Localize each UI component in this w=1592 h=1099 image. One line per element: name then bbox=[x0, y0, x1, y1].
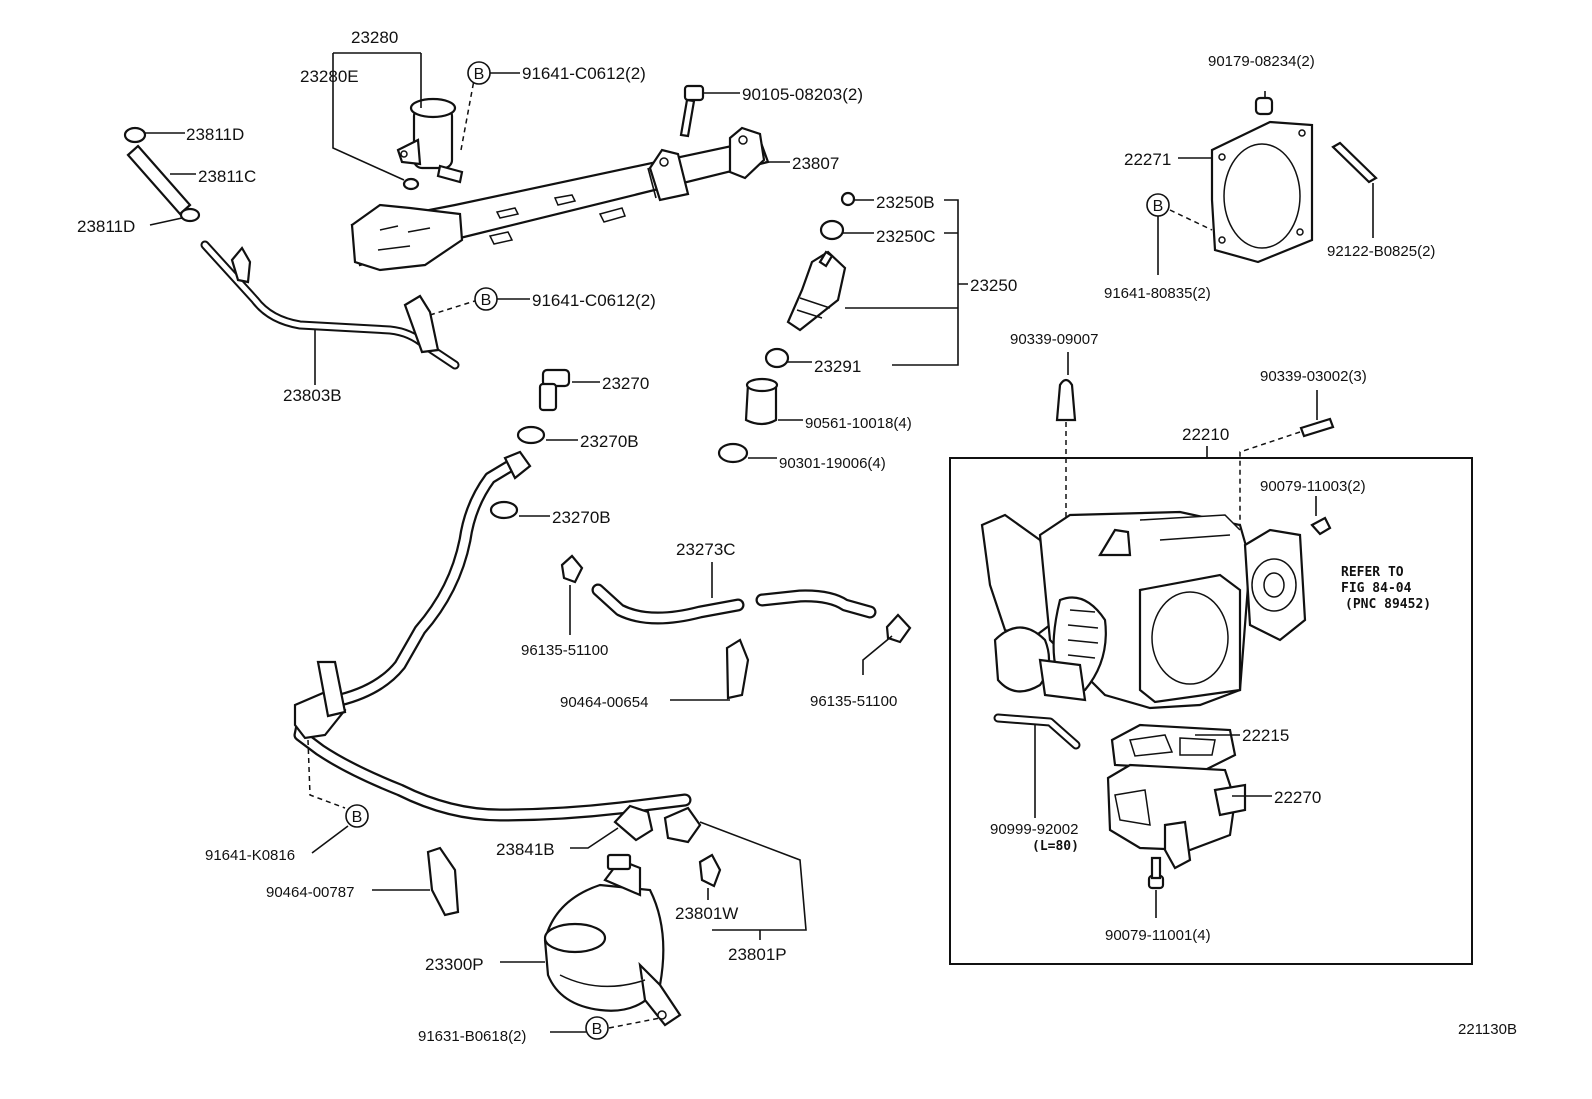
plug-90339-09007-drawing bbox=[1055, 378, 1077, 422]
callout-b-letter: B bbox=[592, 1021, 603, 1038]
label-90464-00654: 90464-00654 bbox=[560, 694, 648, 711]
label-22271: 22271 bbox=[1124, 150, 1171, 169]
callout-b-letter: B bbox=[1153, 198, 1164, 215]
hose-23811C-drawing bbox=[123, 126, 201, 223]
label-23291: 23291 bbox=[814, 357, 861, 376]
hose-90999-92002-drawing bbox=[993, 713, 1081, 750]
screw-90079-11001-drawing bbox=[1147, 856, 1165, 890]
label-23270B-a: 23270B bbox=[580, 432, 639, 451]
label-23250: 23250 bbox=[970, 276, 1017, 295]
injector-23250-drawing bbox=[717, 191, 856, 464]
bolt-90105-drawing bbox=[679, 84, 705, 138]
fuel-pipe-23803B-drawing bbox=[200, 240, 460, 370]
label-90105-08203: 90105-08203(2) bbox=[742, 85, 863, 104]
label-23807: 23807 bbox=[792, 154, 839, 173]
gasket-22271-drawing bbox=[1210, 96, 1378, 264]
part-23801W-drawing bbox=[698, 853, 722, 888]
label-23803B: 23803B bbox=[283, 386, 342, 405]
label-96135-51100-right: 96135-51100 bbox=[810, 693, 897, 710]
label-91641-C0612-mid: 91641-C0612(2) bbox=[532, 291, 656, 310]
label-23270: 23270 bbox=[602, 374, 649, 393]
clip-90464-00787-drawing bbox=[426, 846, 460, 917]
clip-23841B-drawing bbox=[613, 804, 654, 842]
label-23841B: 23841B bbox=[496, 840, 555, 859]
label-90079-11003: 90079-11003(2) bbox=[1260, 478, 1366, 495]
refer-note-line2: FIG 84-04 bbox=[1341, 581, 1412, 596]
label-96135-51100-left: 96135-51100 bbox=[521, 642, 608, 659]
label-90561-10018: 90561-10018(4) bbox=[805, 415, 912, 432]
callout-b-icon bbox=[585, 1016, 609, 1040]
fuel-hose-main-drawing bbox=[293, 450, 702, 844]
label-91641-C0612-top: 91641-C0612(2) bbox=[522, 64, 646, 83]
callout-b-letter: B bbox=[481, 292, 492, 309]
callout-b-icon bbox=[345, 804, 369, 828]
fuel-delivery-pipe-drawing bbox=[350, 126, 770, 272]
label-22210: 22210 bbox=[1182, 425, 1229, 444]
label-22215: 22215 bbox=[1242, 726, 1289, 745]
label-90339-09007: 90339-09007 bbox=[1010, 331, 1098, 348]
label-90339-03002: 90339-03002(3) bbox=[1260, 368, 1367, 385]
label-91641-K0816: 91641-K0816 bbox=[205, 847, 295, 864]
label-23811D-bottom: 23811D bbox=[77, 217, 135, 236]
label-23280: 23280 bbox=[351, 28, 398, 47]
fuel-pump-23300P-drawing bbox=[543, 853, 682, 1027]
refer-note-line1: REFER TO bbox=[1341, 565, 1404, 580]
pressure-regulator-drawing bbox=[396, 97, 464, 191]
label-90301-19006: 90301-19006(4) bbox=[779, 455, 886, 472]
throttle-body-group-frame bbox=[949, 457, 1473, 965]
label-23273C: 23273C bbox=[676, 540, 736, 559]
isc-valve-drawing bbox=[1106, 723, 1247, 870]
label-23801W: 23801W bbox=[675, 904, 738, 923]
union-bolt-23270-drawing bbox=[489, 368, 571, 520]
label-23250C: 23250C bbox=[876, 227, 936, 246]
label-23280E: 23280E bbox=[300, 67, 359, 86]
label-90999-92002: 90999-92002 bbox=[990, 821, 1078, 838]
label-90999-length: (L=80) bbox=[1032, 839, 1079, 854]
label-23300P: 23300P bbox=[425, 955, 484, 974]
label-23270B-b: 23270B bbox=[552, 508, 611, 527]
label-23801P: 23801P bbox=[728, 945, 787, 964]
refer-note-line3: (PNC 89452) bbox=[1345, 597, 1431, 612]
drawing-number: 221130B bbox=[1458, 1021, 1517, 1038]
callout-b-letter: B bbox=[352, 809, 363, 826]
label-23811C: 23811C bbox=[198, 167, 256, 186]
callout-b-letter: B bbox=[474, 66, 485, 83]
label-23250B: 23250B bbox=[876, 193, 935, 212]
throttle-body-drawing bbox=[980, 510, 1332, 710]
label-23811D-top: 23811D bbox=[186, 125, 244, 144]
plug-90339-03002-drawing bbox=[1299, 417, 1335, 438]
label-22270: 22270 bbox=[1274, 788, 1321, 807]
label-91631-B0618: 91631-B0618(2) bbox=[418, 1028, 526, 1045]
label-90179-08234: 90179-08234(2) bbox=[1208, 53, 1315, 70]
label-90079-11001: 90079-11001(4) bbox=[1105, 927, 1211, 944]
label-92122-B0825: 92122-B0825(2) bbox=[1327, 243, 1435, 260]
hose-23273C-drawing bbox=[560, 554, 912, 700]
label-91641-80835: 91641-80835(2) bbox=[1104, 285, 1211, 302]
label-90464-00787: 90464-00787 bbox=[266, 884, 354, 901]
